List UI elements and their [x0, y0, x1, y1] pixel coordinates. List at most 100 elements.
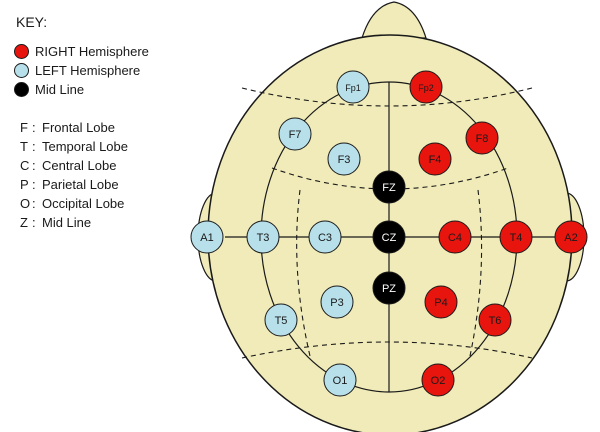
electrode-fz: FZ	[372, 170, 406, 204]
electrode-t6: T6	[478, 303, 512, 337]
dashed-arc-left	[296, 189, 311, 357]
abbreviation-row: T:Temporal Lobe	[20, 137, 196, 156]
electrode-marker	[418, 142, 452, 176]
electrode-label: F4	[429, 154, 442, 166]
legend-row: RIGHT Hemisphere	[14, 42, 196, 61]
legend-label: Mid Line	[35, 82, 85, 97]
abbreviation-letter: P	[20, 177, 29, 192]
abbreviation-letter: Z	[20, 215, 28, 230]
electrode-fp2: Fp2	[409, 70, 443, 104]
electrode-p3: P3	[320, 285, 354, 319]
dashed-arc-right	[469, 189, 483, 357]
abbreviation-separator: :	[32, 139, 36, 154]
electrode-o2: O2	[421, 363, 455, 397]
electrode-f4: F4	[418, 142, 452, 176]
electrode-label: A2	[564, 232, 577, 244]
electrode-marker	[264, 303, 298, 337]
legend-swatch	[14, 82, 29, 97]
legend-label: RIGHT Hemisphere	[35, 44, 149, 59]
electrode-label: A1	[200, 232, 213, 244]
electrode-marker	[190, 220, 224, 254]
electrode-marker	[438, 220, 472, 254]
abbreviation-separator: :	[32, 196, 36, 211]
abbreviation-separator: :	[32, 177, 36, 192]
electrode-marker	[308, 220, 342, 254]
legend-swatch	[14, 63, 29, 78]
electrode-marker	[320, 285, 354, 319]
electrode-marker	[372, 271, 406, 305]
abbreviation-row: C:Central Lobe	[20, 156, 196, 175]
electrode-t3: T3	[246, 220, 280, 254]
electrode-f8: F8	[465, 121, 499, 155]
electrode-c3: C3	[308, 220, 342, 254]
abbreviation-letter: O	[20, 196, 31, 211]
electrode-pz: PZ	[372, 271, 406, 305]
electrode-marker	[278, 117, 312, 151]
electrode-p4: P4	[424, 285, 458, 319]
electrode-marker	[372, 170, 406, 204]
electrode-a1: A1	[190, 220, 224, 254]
electrode-label: P4	[434, 297, 447, 309]
legend-row: LEFT Hemisphere	[14, 61, 196, 80]
abbreviation-name: Frontal Lobe	[42, 120, 115, 135]
legend-label: LEFT Hemisphere	[35, 63, 141, 78]
electrode-marker	[421, 363, 455, 397]
electrode-c4: C4	[438, 220, 472, 254]
electrode-fp1: Fp1	[336, 70, 370, 104]
electrode-label: Fp2	[418, 83, 434, 93]
electrode-label: CZ	[382, 232, 397, 244]
electrode-label: F8	[476, 133, 489, 145]
electrode-a2: A2	[554, 220, 588, 254]
legend-swatch	[14, 44, 29, 59]
electrode-marker	[554, 220, 588, 254]
abbreviation-name: Parietal Lobe	[42, 177, 119, 192]
electrode-label: T5	[275, 315, 288, 327]
electrode-label: T3	[257, 232, 270, 244]
abbreviation-row: F:Frontal Lobe	[20, 118, 196, 137]
electrode-f3: F3	[327, 142, 361, 176]
abbreviation-row: Z: Mid Line	[20, 213, 196, 232]
abbreviation-letter: C	[20, 158, 30, 173]
electrode-label: C4	[448, 232, 462, 244]
abbreviation-row: O: Occipital Lobe	[20, 194, 196, 213]
electrode-label: FZ	[382, 182, 396, 194]
abbreviation-row: P: Parietal Lobe	[20, 175, 196, 194]
electrode-f7: F7	[278, 117, 312, 151]
abbreviation-name: Mid Line	[42, 215, 92, 230]
electrode-o1: O1	[323, 363, 357, 397]
abbreviation-separator: :	[32, 215, 36, 230]
electrode-t4: T4	[499, 220, 533, 254]
electrode-label: F7	[289, 129, 302, 141]
electrode-marker	[409, 70, 443, 104]
electrode-label: PZ	[382, 283, 396, 295]
electrode-label: T6	[489, 315, 502, 327]
electrode-marker	[424, 285, 458, 319]
abbreviation-name: Occipital Lobe	[42, 196, 125, 211]
electrode-label: C3	[318, 232, 332, 244]
electrode-label: Fp1	[345, 83, 361, 93]
electrode-label: F3	[338, 154, 351, 166]
abbreviation-letter: T	[20, 139, 28, 154]
nose	[361, 1, 427, 39]
electrode-label: O1	[333, 375, 348, 387]
electrode-marker	[499, 220, 533, 254]
electrode-marker	[465, 121, 499, 155]
electrode-marker	[323, 363, 357, 397]
electrode-marker	[372, 220, 406, 254]
electrode-marker	[478, 303, 512, 337]
electrode-label: P3	[330, 297, 343, 309]
electrode-label: O2	[431, 375, 446, 387]
electrode-marker	[327, 142, 361, 176]
electrode-cz: CZ	[372, 220, 406, 254]
electrode-marker	[336, 70, 370, 104]
key-title: KEY:	[16, 14, 48, 30]
abbreviation-separator: :	[32, 158, 36, 173]
abbreviation-separator: :	[32, 120, 36, 135]
legend-row: Mid Line	[14, 80, 196, 99]
electrode-label: T4	[510, 232, 523, 244]
